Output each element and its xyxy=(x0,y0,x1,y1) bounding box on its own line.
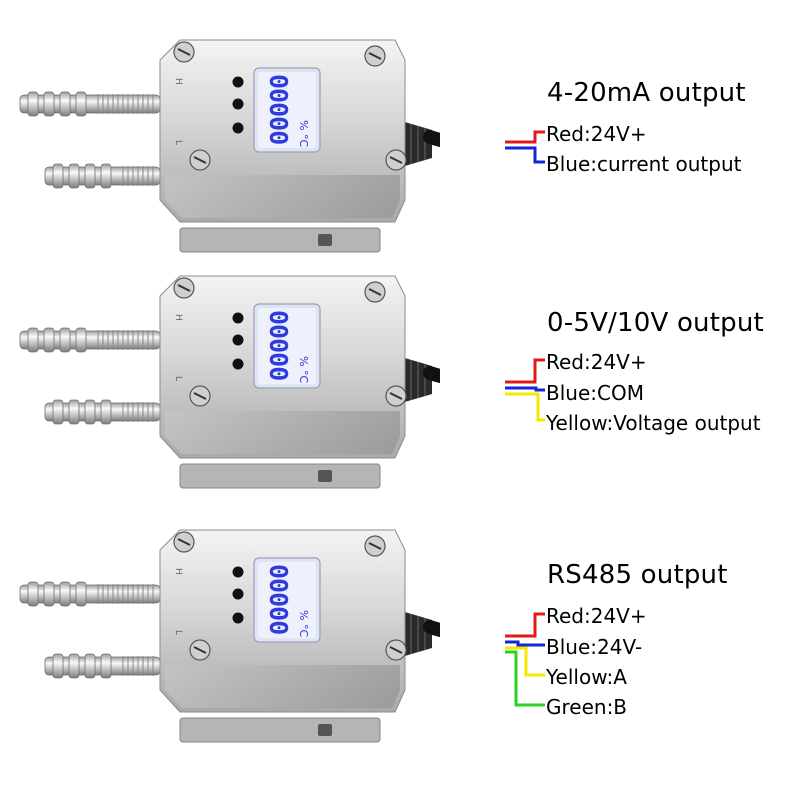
panel-rs485: H L 00000% °C RS485 output Red:24V+ Blue:24… xyxy=(0,490,800,743)
output-title: 0-5V/10V output xyxy=(547,308,764,338)
wire-label-blue: Blue:24V- xyxy=(546,635,643,659)
low-pressure-port xyxy=(44,653,161,679)
high-pressure-port xyxy=(19,581,161,607)
wire-red xyxy=(505,612,545,638)
output-title: 4-20mA output xyxy=(547,78,746,108)
low-pressure-port xyxy=(44,163,161,189)
output-title: RS485 output xyxy=(547,560,728,590)
screw-icon xyxy=(173,41,195,63)
indicator-led-icon xyxy=(232,566,244,578)
wire-label-red: Red:24V+ xyxy=(546,122,647,146)
indicator-led-icon xyxy=(232,98,244,110)
wire-label-red: Red:24V+ xyxy=(546,350,647,374)
indicator-led-icon xyxy=(232,334,244,346)
transmitter-illustration: H L 00000% °C xyxy=(19,275,440,489)
indicator-led-icon xyxy=(232,76,244,88)
wire-label-blue: Blue:current output xyxy=(546,152,742,176)
low-pressure-port xyxy=(44,399,161,425)
lcd-unit-celsius: °C xyxy=(297,624,310,638)
wiring-diagram xyxy=(505,612,545,707)
screw-icon xyxy=(189,385,211,407)
wire-label-blue: Blue:COM xyxy=(546,381,644,405)
wiring-diagram xyxy=(505,130,545,164)
lcd-unit-percent: % xyxy=(297,610,310,620)
lcd-digits: 00000 xyxy=(264,564,293,634)
lcd-unit-percent: % xyxy=(297,120,310,130)
lcd-display: 00000% °C xyxy=(253,67,321,153)
wire-label-yellow: Yellow:A xyxy=(546,665,627,689)
wire-label-red: Red:24V+ xyxy=(546,604,647,628)
wire-label-yellow: Yellow:Voltage output xyxy=(546,411,761,435)
lcd-unit-percent: % xyxy=(297,356,310,366)
cable xyxy=(423,620,440,638)
lcd-display: 00000% °C xyxy=(253,557,321,643)
indicator-led-icon xyxy=(232,358,244,370)
lcd-digits: 00000 xyxy=(264,310,293,380)
hex-socket-icon xyxy=(318,724,332,736)
wire-red xyxy=(505,130,545,144)
screw-icon xyxy=(189,149,211,171)
screw-icon xyxy=(385,385,407,407)
wire-yellow xyxy=(505,392,545,422)
lcd-digits: 00000 xyxy=(264,74,293,144)
indicator-led-icon xyxy=(232,612,244,624)
wire-blue xyxy=(505,146,545,164)
hex-socket-icon xyxy=(318,234,332,246)
wiring-diagram xyxy=(505,358,545,422)
lcd-display: 00000% °C xyxy=(253,303,321,389)
screw-icon xyxy=(364,281,386,303)
screw-icon xyxy=(364,45,386,67)
wire-green xyxy=(505,650,545,707)
cable xyxy=(423,130,440,148)
cable xyxy=(423,366,440,384)
transmitter-illustration: H L 00000% °C xyxy=(19,529,440,743)
lcd-unit-celsius: °C xyxy=(297,370,310,384)
port-label-high: H xyxy=(173,78,183,85)
port-label-high: H xyxy=(173,568,183,575)
port-label-high: H xyxy=(173,314,183,321)
transmitter-body xyxy=(159,39,406,253)
indicator-led-icon xyxy=(232,588,244,600)
screw-icon xyxy=(189,639,211,661)
wire-blue xyxy=(505,386,545,392)
screw-icon xyxy=(173,277,195,299)
panel-voltage: H L 00000% °C 0-5V/10V output Red:24V+ Blue… xyxy=(0,236,800,489)
hex-socket-icon xyxy=(318,470,332,482)
screw-icon xyxy=(364,535,386,557)
screw-icon xyxy=(385,639,407,661)
screw-icon xyxy=(385,149,407,171)
port-label-low: L xyxy=(173,630,183,635)
high-pressure-port xyxy=(19,91,161,117)
indicator-led-icon xyxy=(232,312,244,324)
wire-blue xyxy=(505,640,545,647)
indicator-led-icon xyxy=(232,122,244,134)
wire-yellow xyxy=(505,646,545,677)
screw-icon xyxy=(173,531,195,553)
panel-4-20ma: H L 00000% °C 4-20mA output Red:24V+ Blue:c… xyxy=(0,0,800,253)
high-pressure-port xyxy=(19,327,161,353)
wire-red xyxy=(505,358,545,384)
transmitter-illustration: H L 00000% °C xyxy=(19,39,440,253)
lcd-unit-celsius: °C xyxy=(297,134,310,148)
wire-label-green: Green:B xyxy=(546,695,628,719)
port-label-low: L xyxy=(173,376,183,381)
port-label-low: L xyxy=(173,140,183,145)
